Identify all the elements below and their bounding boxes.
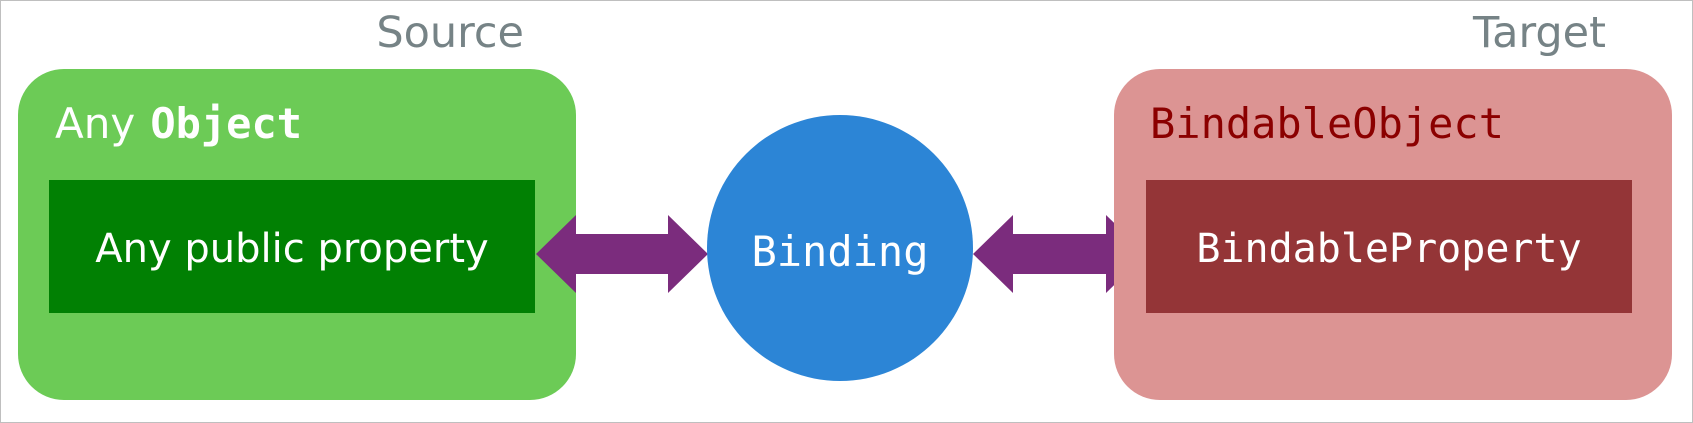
- source-object-title: Any Object: [55, 99, 302, 148]
- binding-label: Binding: [751, 227, 928, 276]
- source-label: Source: [376, 8, 524, 58]
- source-property-label: Any public property: [95, 226, 488, 272]
- target-label: Target: [1472, 8, 1606, 58]
- source-title-code: Object: [150, 99, 302, 148]
- source-title-prefix: Any: [55, 99, 135, 148]
- binding-circle: [707, 115, 973, 381]
- source-binding-arrow: [536, 215, 708, 293]
- source-property-box: [49, 180, 535, 313]
- binding-target-arrow: [973, 215, 1146, 293]
- target-property-label: BindableProperty: [1196, 226, 1581, 272]
- target-object-title: BindableObject: [1150, 99, 1504, 148]
- target-property-box: [1146, 180, 1632, 313]
